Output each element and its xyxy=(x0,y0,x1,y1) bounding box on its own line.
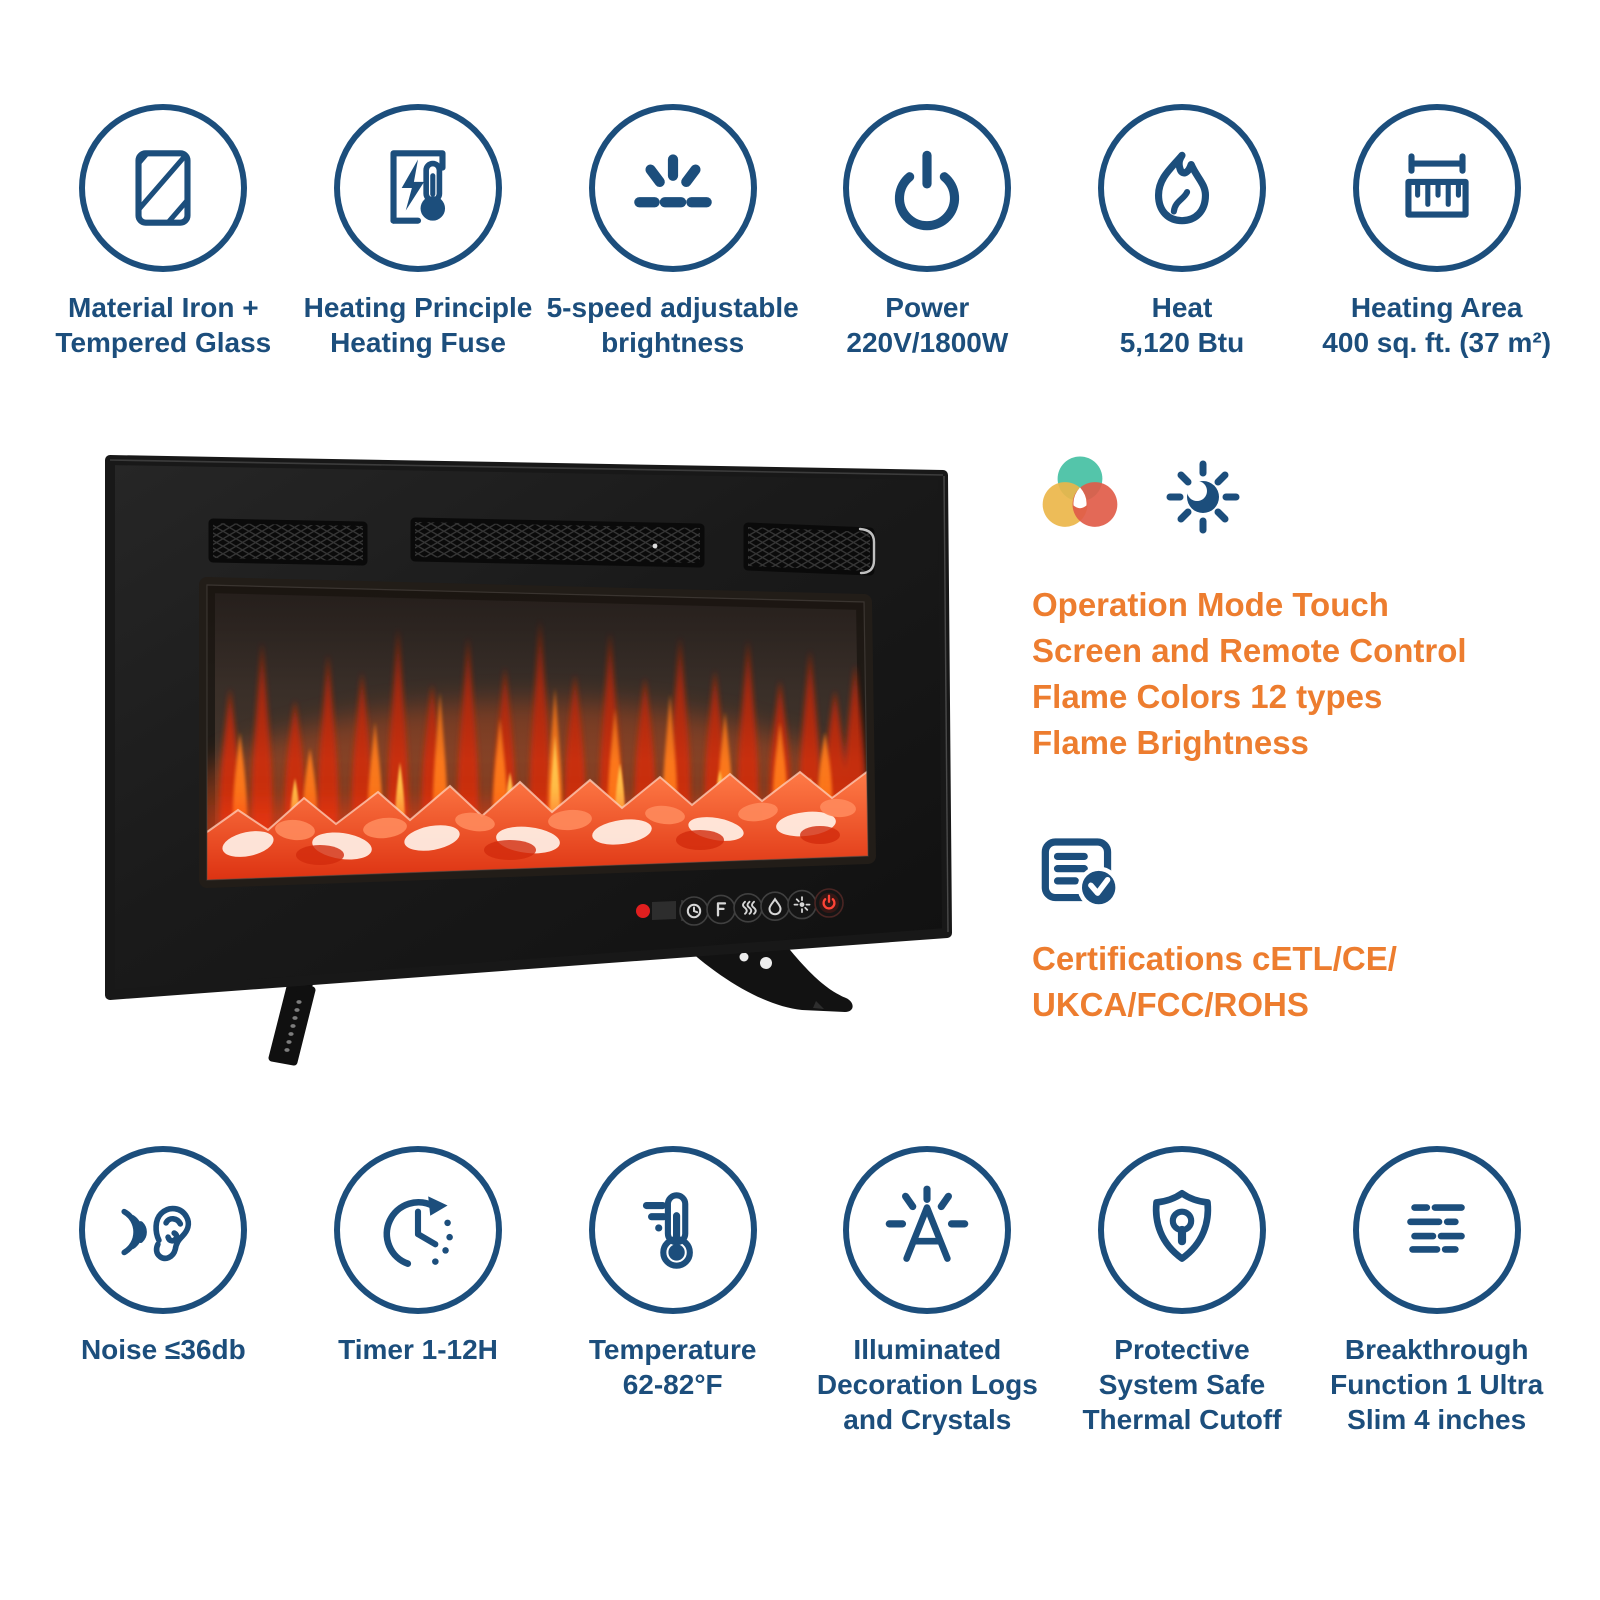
fireplace-vents xyxy=(208,517,876,576)
power-indicator-led xyxy=(636,904,650,918)
heating-area-ruler-icon xyxy=(1352,104,1521,272)
feature-material: Material Iron + Tempered Glass xyxy=(36,104,291,360)
feature-label: Material Iron + Tempered Glass xyxy=(55,292,272,358)
feature-heating-principle: Heating Principle Heating Fuse xyxy=(291,104,546,360)
fireplace-product-image xyxy=(105,455,952,1066)
feature-slim: Breakthrough Function 1 Ultra Slim 4 inc… xyxy=(1309,1146,1564,1437)
flame-brightness-sun-icon xyxy=(1158,452,1248,547)
fireplace-glass xyxy=(199,577,876,888)
certificate-icon xyxy=(1032,822,1510,922)
feature-heat: Heat 5,120 Btu xyxy=(1055,104,1310,360)
feature-brightness: 5-speed adjustable brightness xyxy=(545,104,800,360)
led-light-button xyxy=(787,889,817,920)
right-panel: Operation Mode Touch Screen and Remote C… xyxy=(1032,448,1510,1028)
bottom-feature-row: Noise ≤36db Timer 1-12H xyxy=(36,1146,1564,1437)
feature-heating-area: Heating Area 400 sq. ft. (37 m²) xyxy=(1309,104,1564,360)
certifications-text: Certifications cETL/CE/ UKCA/FCC/ROHS xyxy=(1032,940,1397,1023)
feature-label: 5-speed adjustable brightness xyxy=(546,292,799,358)
illuminated-letter-icon xyxy=(843,1146,1012,1314)
feature-label: Timer 1-12H xyxy=(338,1334,498,1365)
thermometer-icon xyxy=(588,1146,757,1314)
feature-temperature: Temperature 62-82°F xyxy=(545,1146,800,1437)
power-icon xyxy=(843,104,1012,272)
top-feature-row: Material Iron + Tempered Glass Heating P… xyxy=(36,104,1564,360)
shield-lock-icon xyxy=(1097,1146,1266,1314)
timer-button xyxy=(679,896,709,926)
heating-fuse-icon xyxy=(333,104,502,272)
feature-label: Protective System Safe Thermal Cutoff xyxy=(1082,1334,1282,1435)
slim-profile-icon xyxy=(1352,1146,1521,1314)
flame-colors-icon xyxy=(1032,449,1128,550)
tempered-glass-icon xyxy=(79,104,248,272)
feature-label: Temperature 62-82°F xyxy=(588,1334,757,1400)
feature-power: Power 220V/1800W xyxy=(800,104,1055,360)
operation-mode-icons xyxy=(1032,448,1510,550)
feature-timer: Timer 1-12H xyxy=(291,1146,546,1437)
feature-label: Breakthrough Function 1 Ultra Slim 4 inc… xyxy=(1330,1334,1544,1435)
feature-protective: Protective System Safe Thermal Cutoff xyxy=(1055,1146,1310,1437)
feature-noise: Noise ≤36db xyxy=(36,1146,291,1437)
flame-color-button xyxy=(706,894,736,925)
feature-illuminated: Illuminated Decoration Logs and Crystals xyxy=(800,1146,1055,1437)
heat-flame-icon xyxy=(1097,104,1266,272)
timer-clock-icon xyxy=(333,1146,502,1314)
feature-label: Heating Principle Heating Fuse xyxy=(303,292,533,358)
fireplace-control-panel xyxy=(636,888,844,926)
feature-label: Illuminated Decoration Logs and Crystals xyxy=(816,1334,1038,1435)
heater-button xyxy=(733,892,763,923)
flame-button xyxy=(760,891,790,922)
fireplace-power-button xyxy=(814,888,844,918)
noise-ear-icon xyxy=(79,1146,248,1314)
operation-mode-text: Operation Mode Touch Screen and Remote C… xyxy=(1032,586,1467,761)
adjustable-brightness-icon xyxy=(588,104,757,272)
feature-label: Power 220V/1800W xyxy=(846,292,1009,358)
feature-label: Heat 5,120 Btu xyxy=(1119,292,1245,358)
feature-label: Heating Area 400 sq. ft. (37 m²) xyxy=(1322,292,1552,358)
feature-label: Noise ≤36db xyxy=(80,1334,246,1365)
